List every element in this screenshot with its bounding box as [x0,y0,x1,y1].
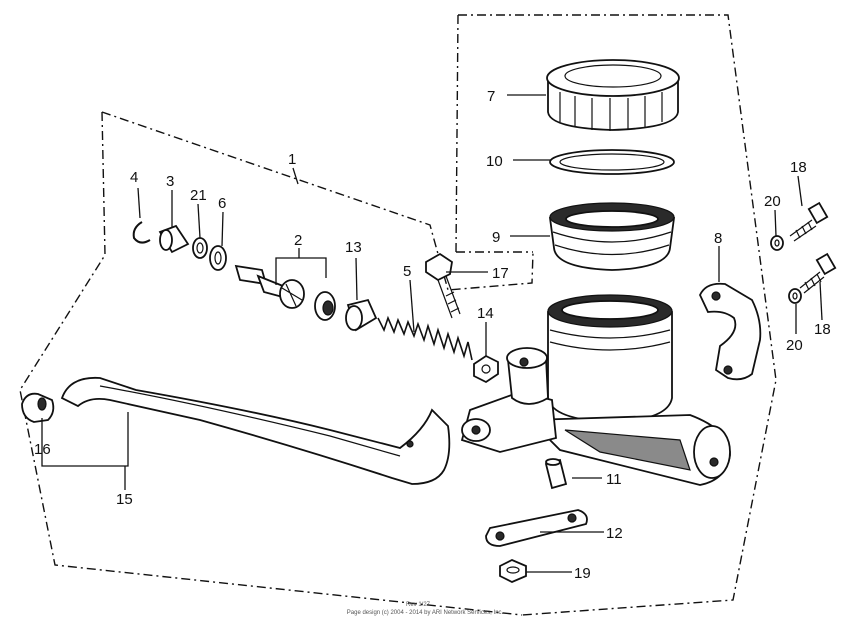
reservoir-cap [546,59,680,131]
master-cylinder-body [460,294,731,486]
callout-8: 8 [714,230,722,247]
callout-10: 10 [486,153,503,170]
copyright-text: Page design (c) 2004 - 2014 by ARI Netwo… [347,610,504,616]
clamp-bolt-lower [799,252,837,294]
callout-20-lower: 20 [786,337,803,354]
washer-21 [192,237,208,259]
callout-9: 9 [492,229,500,246]
callout-3: 3 [166,173,174,190]
handlebar-clamp [699,282,762,381]
callout-6: 6 [218,195,226,212]
assembly-boundary [19,14,777,616]
callout-4: 4 [130,169,138,186]
clamp-washer-upper [770,235,784,251]
callout-labels: 1 2 3 4 5 6 7 8 9 10 11 12 13 14 15 16 1… [34,88,831,582]
piston-set [234,264,336,321]
callout-5: 5 [403,263,411,280]
callout-18-upper: 18 [790,159,807,176]
callout-2: 2 [294,232,302,249]
holder-nut [499,559,527,583]
piston-stopper [158,224,190,254]
callout-1: 1 [288,151,296,168]
callout-17: 17 [492,265,509,282]
primary-cup [345,298,378,332]
clamp-bolt-upper [789,201,829,242]
callout-21: 21 [190,187,207,204]
callout-12: 12 [606,525,623,542]
callout-16: 16 [34,441,51,458]
revision-text: Rev 1/27 [406,602,431,608]
callout-13: 13 [345,239,362,256]
lever-pivot-collar [21,392,55,423]
callout-14: 14 [477,305,494,322]
return-spring [377,315,473,361]
callout-15: 15 [116,491,133,508]
holder-plate [485,509,588,547]
lever-pivot-nut [473,354,499,384]
snap-ring [132,221,151,244]
callout-20-upper: 20 [764,193,781,210]
dowel-pin [544,458,568,490]
brake-lever [60,376,451,485]
reservoir-gasket [549,149,675,175]
callout-19: 19 [574,565,591,582]
lever-pivot-bolt [425,252,461,319]
secondary-cup [209,245,227,271]
callout-18-lower: 18 [814,321,831,338]
callout-7: 7 [487,88,495,105]
copyright-footer: Rev 1/27 Page design (c) 2004 - 2014 by … [347,602,504,616]
callout-11: 11 [606,471,622,488]
reservoir-diaphragm [548,202,676,271]
leader-lines [41,94,823,573]
clamp-washer-lower [788,288,802,304]
